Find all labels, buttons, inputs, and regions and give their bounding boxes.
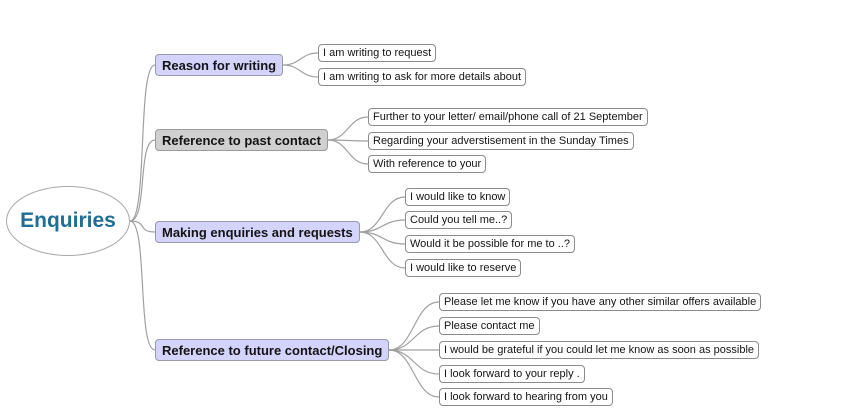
- leaf-node[interactable]: Further to your letter/ email/phone call…: [368, 108, 648, 126]
- leaf-label: I am writing to request: [323, 47, 432, 59]
- leaf-node[interactable]: I am writing to request: [318, 44, 437, 62]
- leaf-label: I look forward to hearing from you: [444, 391, 608, 403]
- topic-leaf-connector: [359, 231, 406, 269]
- topic-leaf-connector: [327, 116, 369, 141]
- topic-leaf-connector: [388, 301, 440, 351]
- leaf-label: I would like to reserve: [410, 262, 517, 274]
- leaf-node[interactable]: I would like to know: [405, 188, 511, 206]
- root-topic-connector: [129, 139, 156, 222]
- topic-node[interactable]: Making enquiries and requests: [155, 221, 360, 243]
- topic-label: Reference to future contact/Closing: [162, 342, 383, 358]
- leaf-node[interactable]: I am writing to ask for more details abo…: [318, 68, 527, 86]
- leaf-label: With reference to your: [373, 158, 482, 170]
- root-node[interactable]: Enquiries: [6, 186, 130, 256]
- leaf-label: Further to your letter/ email/phone call…: [373, 111, 643, 123]
- leaf-label: Please let me know if you have any other…: [444, 296, 757, 308]
- leaf-label: I look forward to your reply .: [444, 368, 580, 380]
- leaf-node[interactable]: Please let me know if you have any other…: [439, 293, 762, 311]
- topic-label: Making enquiries and requests: [162, 224, 353, 240]
- leaf-node[interactable]: Regarding your adverstisement in the Sun…: [368, 132, 634, 150]
- topic-leaf-connector: [327, 139, 369, 165]
- topic-leaf-connector: [388, 325, 440, 351]
- leaf-label: I would like to know: [410, 191, 506, 203]
- leaf-label: I would be grateful if you could let me …: [444, 344, 755, 356]
- leaf-label: Please contact me: [444, 320, 535, 332]
- leaf-label: I am writing to ask for more details abo…: [323, 71, 522, 83]
- root-topic-connector: [129, 220, 156, 233]
- root-topic-connector: [129, 64, 156, 222]
- leaf-node[interactable]: With reference to your: [368, 155, 487, 173]
- leaf-node[interactable]: Would it be possible for me to ..?: [405, 235, 575, 253]
- leaf-node[interactable]: I look forward to your reply .: [439, 365, 585, 383]
- topic-leaf-connector: [282, 64, 319, 78]
- leaf-node[interactable]: Could you tell me..?: [405, 211, 513, 229]
- topic-label: Reference to past contact: [162, 132, 321, 148]
- topic-leaf-connector: [359, 196, 406, 233]
- topic-node[interactable]: Reason for writing: [155, 54, 284, 76]
- leaf-node[interactable]: I would like to reserve: [405, 259, 522, 277]
- leaf-label: Would it be possible for me to ..?: [410, 238, 570, 250]
- leaf-label: Could you tell me..?: [410, 214, 508, 226]
- root-topic-connector: [129, 220, 156, 351]
- topic-node[interactable]: Reference to past contact: [155, 129, 328, 151]
- root-label: Enquiries: [20, 209, 116, 232]
- topic-leaf-connector: [388, 349, 440, 398]
- topic-label: Reason for writing: [162, 57, 277, 73]
- topic-node[interactable]: Reference to future contact/Closing: [155, 339, 390, 361]
- leaf-node[interactable]: I would be grateful if you could let me …: [439, 341, 760, 359]
- leaf-node[interactable]: Please contact me: [439, 317, 540, 335]
- topic-leaf-connector: [282, 52, 319, 66]
- leaf-node[interactable]: I look forward to hearing from you: [439, 388, 613, 406]
- leaf-label: Regarding your adverstisement in the Sun…: [373, 135, 629, 147]
- topic-leaf-connector: [388, 349, 440, 375]
